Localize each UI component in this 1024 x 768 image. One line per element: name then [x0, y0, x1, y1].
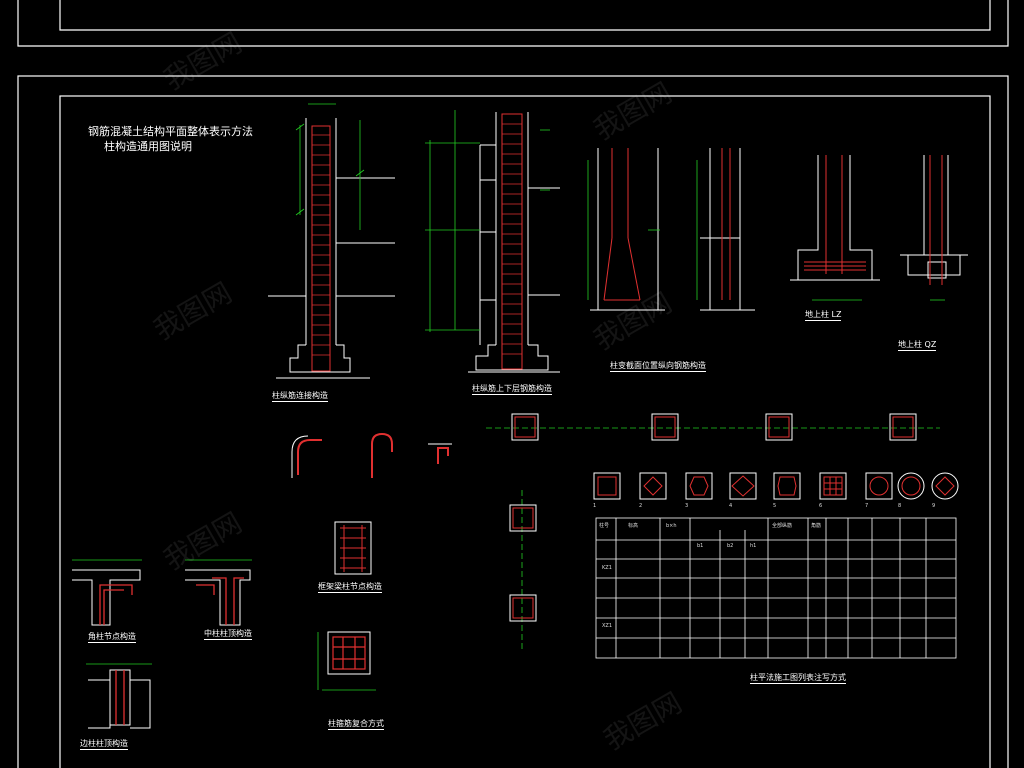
section-type-label: 1 — [593, 503, 597, 509]
upper-sheet-frame — [17, 0, 1009, 47]
caption-elevation-left: 柱纵筋连接构造 — [272, 391, 328, 402]
caption-base-column: 地上柱 LZ — [805, 310, 842, 321]
main-sheet-frame — [17, 75, 1009, 768]
section-type-label: 3 — [685, 503, 689, 509]
table-row-group: XZ1 — [602, 623, 613, 629]
caption-corner-column: 角柱节点构造 — [88, 632, 136, 643]
caption-hoop-detail: 柱箍筋复合方式 — [328, 719, 384, 730]
frame-joint-detail — [334, 521, 372, 575]
section-type-label: 6 — [819, 503, 823, 509]
table-header-cell: h1 — [750, 543, 757, 549]
base-column-lz-detail — [790, 155, 880, 301]
transition-detail-2 — [696, 148, 755, 311]
hoop-section-types — [593, 472, 959, 500]
section-type-label: 9 — [932, 503, 936, 509]
qz-column-tag: QZ — [924, 340, 937, 349]
schedule-table — [595, 517, 957, 659]
sheet-title-line2: 柱构造通用图说明 — [104, 140, 192, 153]
table-header-cell: 全部纵筋 — [772, 523, 793, 529]
section-type-label: 5 — [773, 503, 777, 509]
table-header-cell: b2 — [727, 543, 734, 549]
caption-frame-joint: 框架梁柱节点构造 — [318, 582, 382, 593]
caption-qz-column: 地上柱 QZ — [898, 340, 937, 351]
caption-schedule-table: 柱平法施工图列表注写方式 — [750, 673, 846, 684]
sheet-title-line1: 钢筋混凝土结构平面整体表示方法 — [88, 125, 253, 138]
table-header-cell: b×h — [666, 523, 677, 529]
caption-middle-column: 中柱柱顶构造 — [204, 629, 252, 640]
section-type-label: 8 — [898, 503, 902, 509]
table-header-cell: b1 — [697, 543, 704, 549]
column-elevation-right — [425, 110, 560, 373]
column-elevation-left — [268, 103, 395, 379]
section-type-label: 2 — [639, 503, 643, 509]
qz-column-label: 地上柱 — [898, 340, 922, 349]
corner-column-detail — [72, 559, 142, 626]
middle-column-detail — [185, 559, 252, 626]
qz-column-detail — [900, 155, 968, 301]
hook-details — [297, 432, 449, 478]
table-header-cell: 角筋 — [811, 523, 822, 529]
caption-elevation-right: 柱纵筋上下层钢筋构造 — [472, 384, 552, 395]
section-type-label: 7 — [865, 503, 869, 509]
side-column-detail — [86, 663, 152, 729]
caption-side-column: 边柱柱顶构造 — [80, 739, 128, 750]
base-column-tag: LZ — [831, 310, 842, 319]
section-type-label: 4 — [729, 503, 733, 509]
transition-detail-1 — [587, 148, 665, 311]
table-header-cell: 标高 — [628, 523, 639, 529]
plan-section-markers — [486, 413, 940, 650]
hoop-detail — [317, 631, 376, 691]
caption-transition-details: 柱变截面位置纵向钢筋构造 — [610, 361, 706, 372]
base-column-label: 地上柱 — [805, 310, 829, 319]
table-row-group: KZ1 — [602, 565, 612, 571]
table-header-cell: 柱号 — [599, 523, 610, 529]
